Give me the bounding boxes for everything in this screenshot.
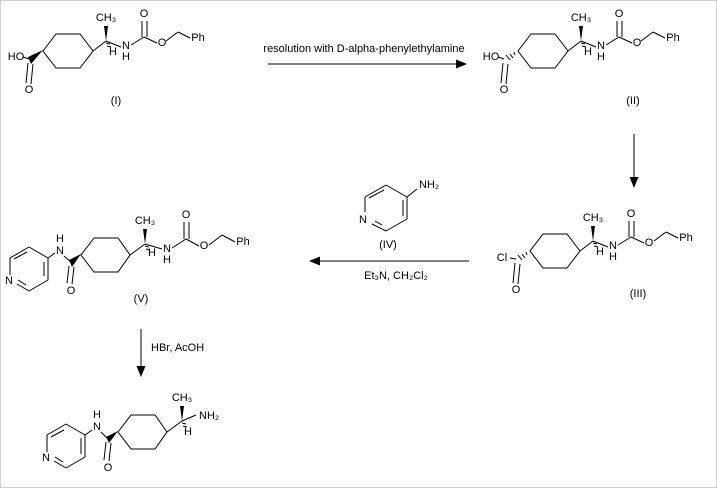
arrow-step-down-II-III bbox=[629, 134, 639, 188]
atom-label-o-carbonyl: O bbox=[615, 8, 624, 20]
atom-label-cl: Cl bbox=[497, 252, 507, 264]
atom-label-ph: Ph bbox=[679, 232, 692, 244]
atom-label-ph: Ph bbox=[191, 32, 204, 44]
structure-IV-bonds bbox=[364, 184, 418, 232]
atom-label-o-acid: O bbox=[500, 84, 509, 96]
compound-label-I: (I) bbox=[111, 95, 121, 107]
atom-label-n-pyridine: N bbox=[5, 275, 13, 287]
step3-reagents-label: HBr, AcOH bbox=[151, 342, 205, 354]
atom-label-h-stereo: H bbox=[184, 426, 192, 438]
atom-label-ch3: CH₃ bbox=[135, 215, 155, 227]
atom-label-ch3: CH₃ bbox=[583, 212, 603, 224]
atom-label-h-amide: H bbox=[93, 409, 101, 421]
atom-label-h-amide: H bbox=[56, 233, 64, 245]
atom-label-o-ester: O bbox=[633, 37, 642, 49]
arrow-step1-right bbox=[268, 59, 467, 69]
atom-label-nh2: NH₂ bbox=[419, 179, 439, 191]
compound-label-IV: (IV) bbox=[379, 239, 397, 251]
step2-reagents-label: Et₃N, CH₂Cl₂ bbox=[364, 270, 428, 282]
structure-product-drawing: N H N O CH₃ H NH₂ bbox=[42, 392, 219, 474]
atom-label-h-stereo: H bbox=[584, 46, 592, 58]
structure-IV-drawing: N NH₂ (IV) bbox=[359, 179, 439, 251]
atom-label-n: N bbox=[597, 40, 605, 52]
structure-V-drawing: N H N O CH₃ H N H O O Ph (V) bbox=[5, 209, 250, 305]
atom-label-ch3: CH₃ bbox=[172, 392, 192, 404]
atom-label-o-amide: O bbox=[104, 462, 113, 474]
atom-label-ch3: CH₃ bbox=[571, 12, 591, 24]
atom-label-o-acid: O bbox=[512, 284, 521, 296]
structure-III-drawing: Cl O CH₃ H N H O O Ph (III) bbox=[497, 208, 693, 300]
atom-label-nh: H bbox=[122, 51, 130, 63]
atom-label-n: N bbox=[163, 243, 171, 255]
atom-label-nh: H bbox=[163, 254, 171, 266]
atom-label-ph: Ph bbox=[666, 32, 679, 44]
atom-label-n-amide: N bbox=[56, 245, 64, 257]
compound-label-V: (V) bbox=[134, 293, 149, 305]
atom-label-n-pyridine: N bbox=[42, 452, 50, 464]
atom-label-h-stereo: H bbox=[148, 247, 156, 259]
structure-III-bonds bbox=[509, 221, 679, 285]
atom-label-o-carbonyl: O bbox=[140, 8, 149, 20]
atom-label-n: N bbox=[609, 240, 617, 252]
structure-II-drawing: HO O CH₃ H N H O O Ph (II) bbox=[483, 8, 680, 107]
structure-II-bonds bbox=[497, 21, 666, 85]
atom-label-o-ester: O bbox=[158, 37, 167, 49]
atom-label-ho: HO bbox=[8, 51, 25, 63]
atom-label-ch3: CH₃ bbox=[96, 12, 116, 24]
step1-conditions-label: resolution with D-alpha-phenylethylamine bbox=[263, 43, 465, 55]
atom-label-o-carbonyl: O bbox=[182, 209, 191, 221]
atom-label-ho: HO bbox=[483, 51, 500, 63]
atom-label-o-ester: O bbox=[645, 237, 654, 249]
atom-label-nh: H bbox=[597, 51, 605, 63]
atom-label-n: N bbox=[122, 40, 130, 52]
arrow-step2-left bbox=[309, 256, 469, 266]
structure-product-bonds bbox=[46, 406, 197, 469]
atom-label-n-amide: N bbox=[93, 421, 101, 433]
atom-label-o-carbonyl: O bbox=[627, 208, 636, 220]
atom-label-h-stereo: H bbox=[596, 246, 604, 258]
compound-label-III: (III) bbox=[630, 288, 647, 300]
atom-label-ph: Ph bbox=[236, 236, 249, 248]
atom-label-o-ester: O bbox=[200, 240, 209, 252]
arrow-step3-down bbox=[136, 329, 146, 377]
structure-V-bonds bbox=[9, 222, 236, 292]
atom-label-n-pyridine: N bbox=[359, 214, 367, 226]
atom-label-o-acid: O bbox=[25, 84, 34, 96]
atom-label-h-stereo: H bbox=[109, 46, 117, 58]
atom-label-nh2: NH₂ bbox=[199, 410, 219, 422]
structure-I-drawing: HO O CH₃ H N H O O Ph (I) bbox=[8, 8, 205, 107]
compound-label-II: (II) bbox=[626, 95, 639, 107]
atom-label-o-amide: O bbox=[67, 285, 76, 297]
structure-I-bonds bbox=[22, 21, 191, 85]
atom-label-nh: H bbox=[609, 251, 617, 263]
